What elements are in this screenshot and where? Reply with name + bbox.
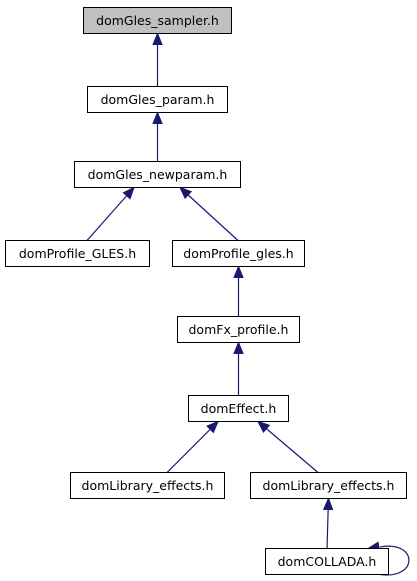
nodes-layer: domGles_sampler.h domGles_param.h domGles_… [5, 7, 407, 575]
edge-line [179, 187, 239, 241]
node-box [5, 240, 150, 267]
edge-5 [233, 341, 244, 396]
node-domcollada[interactable]: domCOLLADA.h [265, 548, 389, 575]
edge-2 [86, 186, 135, 241]
node-box [172, 240, 305, 267]
node-label: domLibrary_effects.h [263, 478, 395, 493]
node-domeffect[interactable]: domEffect.h [188, 395, 289, 422]
node-box [74, 161, 241, 188]
edge-7 [256, 420, 319, 473]
arrowhead [152, 111, 163, 124]
edge-6 [166, 420, 219, 473]
node-domlibrary-effects-a[interactable]: domLibrary_effects.h [70, 472, 225, 499]
node-box [70, 472, 225, 499]
edge-line [257, 421, 319, 473]
arrowhead [322, 497, 334, 511]
edge-line [379, 545, 410, 576]
node-label: domFx_profile.h [189, 322, 289, 337]
node-domgles-newparam[interactable]: domGles_newparam.h [74, 161, 241, 188]
node-domlibrary-effects-b[interactable]: domLibrary_effects.h [250, 472, 407, 499]
edge-0 [152, 32, 163, 87]
node-label: domCOLLADA.h [278, 554, 377, 569]
arrowhead [256, 420, 271, 433]
node-domprofile-gles[interactable]: domProfile_gles.h [172, 240, 305, 267]
node-box [250, 472, 407, 499]
edge-4 [233, 265, 244, 317]
arrowhead [152, 32, 163, 45]
node-box [83, 7, 232, 34]
edge-3 [179, 186, 239, 241]
arrowhead [233, 341, 244, 354]
edges-layer [86, 32, 410, 576]
node-domfx-profile[interactable]: domFx_profile.h [177, 316, 300, 343]
node-label: domEffect.h [201, 401, 277, 416]
node-label: domLibrary_effects.h [82, 478, 214, 493]
arrowhead [206, 420, 219, 434]
node-box [177, 316, 300, 343]
arrowhead [122, 186, 135, 200]
node-domprofile-gles[interactable]: domProfile_GLES.h [5, 240, 150, 267]
arrowhead [179, 186, 193, 200]
node-label: domGles_sampler.h [96, 13, 219, 28]
node-domgles-param[interactable]: domGles_param.h [87, 86, 228, 113]
node-box [87, 86, 228, 113]
node-label: domProfile_GLES.h [19, 246, 136, 261]
arrowhead [233, 265, 244, 278]
edge-line [166, 421, 219, 473]
edge-1 [152, 111, 163, 162]
edge-8 [322, 497, 334, 549]
node-box [188, 395, 289, 422]
edge-line [86, 187, 135, 241]
node-label: domGles_param.h [101, 92, 215, 107]
node-box [265, 548, 389, 575]
node-label: domProfile_gles.h [183, 246, 293, 261]
node-label: domGles_newparam.h [88, 167, 228, 182]
node-domgles-sampler[interactable]: domGles_sampler.h [83, 7, 232, 34]
